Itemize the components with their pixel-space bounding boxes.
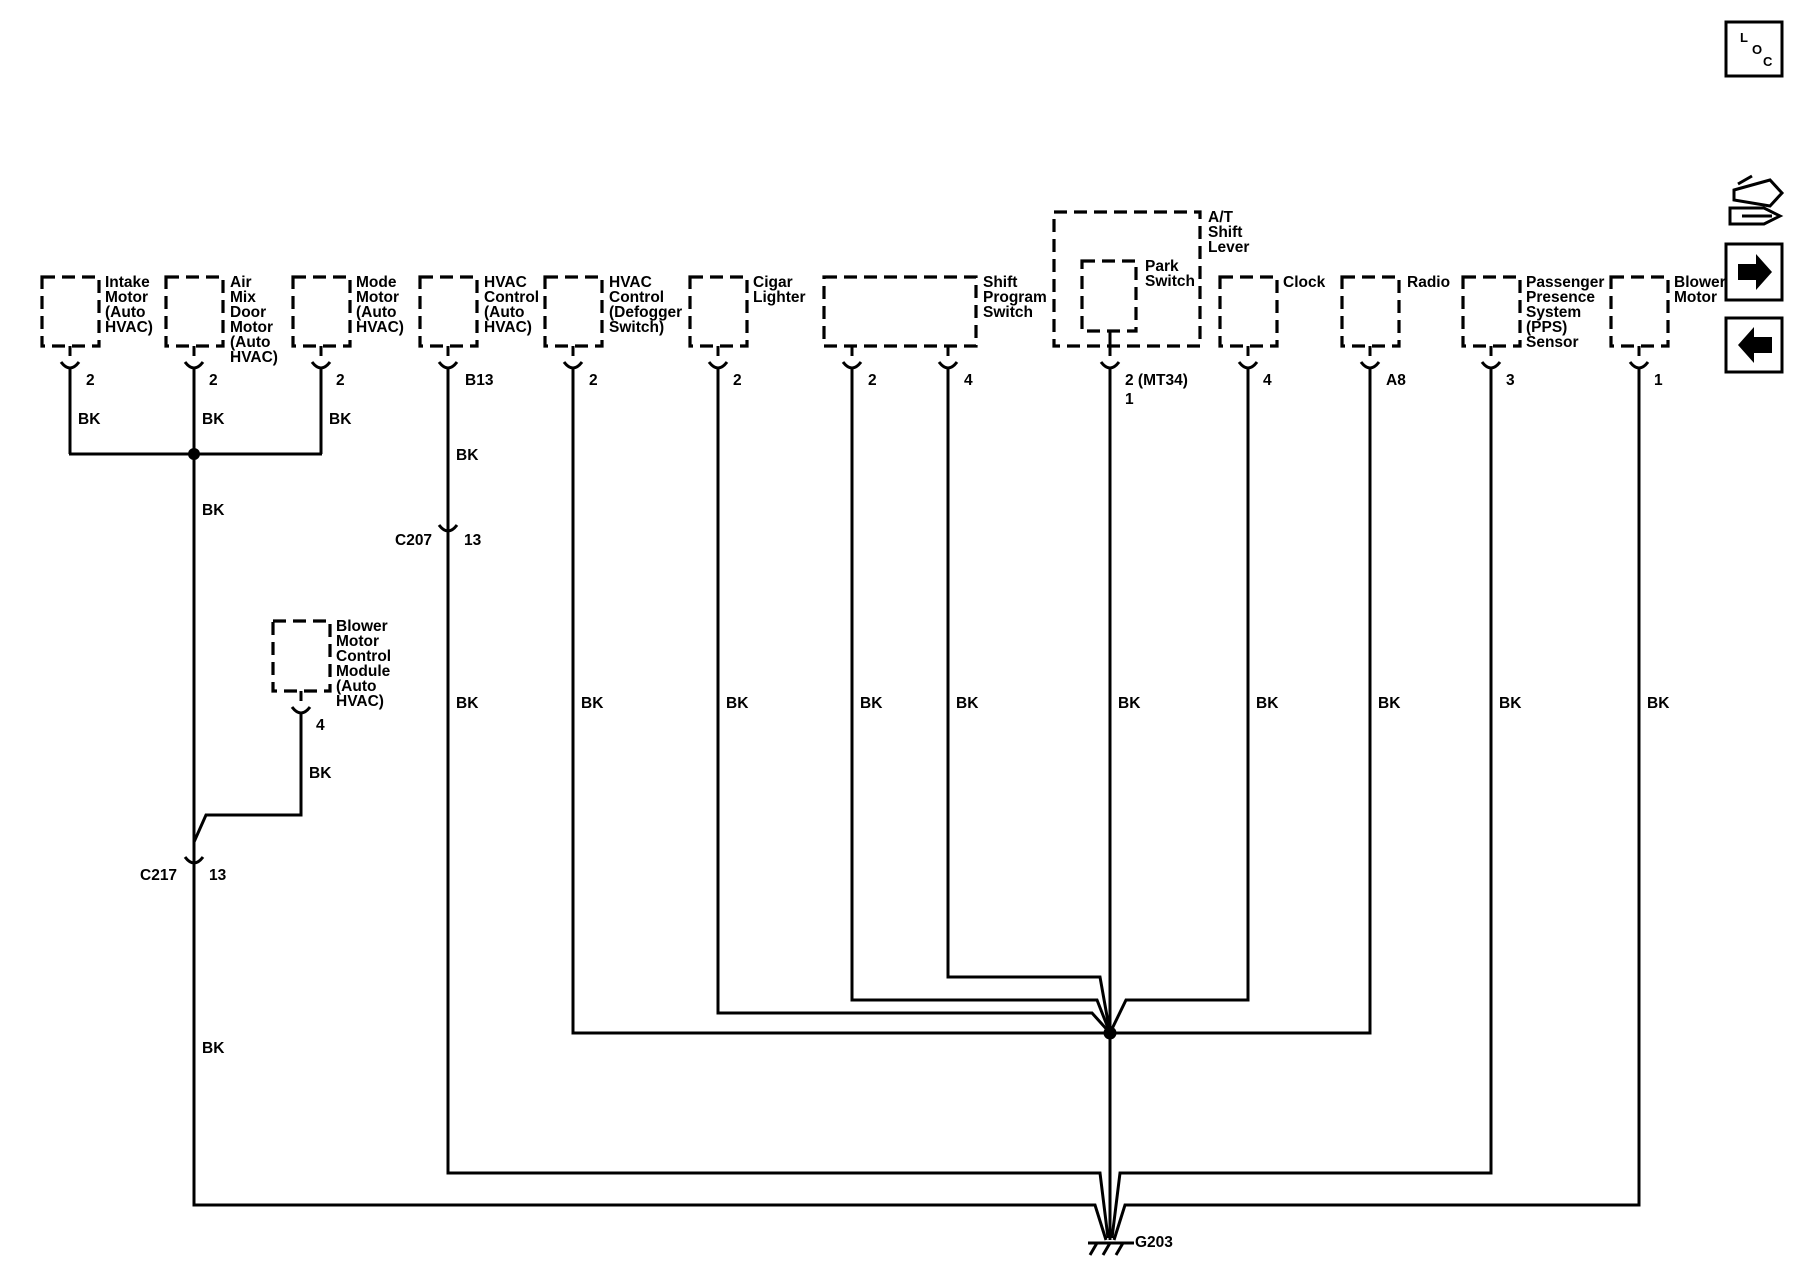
wire-color-labels: BK BK BK BK BK BK BK BK BK BK BK BK BK B… [78, 411, 1670, 1057]
connector-c217-name: C217 [140, 867, 177, 884]
connector-view-icon[interactable] [1728, 174, 1785, 226]
pin-park-alt: 1 [1125, 391, 1134, 408]
component-blower-motor: Blower Motor [1609, 274, 1730, 348]
connector-c217-pin: 13 [209, 867, 227, 884]
wire-color: BK [456, 695, 479, 712]
component-pps-sensor: Passenger Presence System (PPS) Sensor [1461, 274, 1609, 351]
wire-color: BK [1118, 695, 1141, 712]
loc-button[interactable]: L O C [1724, 20, 1784, 78]
component-clock: Clock [1218, 274, 1326, 348]
wires [68, 368, 1641, 1241]
component-shift-program-switch: Shift Program Switch [822, 274, 1051, 348]
blower-motor-label: Blower Motor [1674, 274, 1730, 306]
terminal-mode [310, 346, 332, 370]
terminal-cigar [707, 346, 729, 370]
clock-label: Clock [1283, 274, 1326, 291]
pin-mode: 2 [336, 372, 345, 389]
intake-motor-label: Intake Motor (Auto HVAC) [105, 274, 154, 336]
component-mode-motor: Mode Motor (Auto HVAC) [291, 274, 404, 348]
terminal-blower-motor [1628, 346, 1650, 370]
park-switch-label: Park Switch [1145, 258, 1195, 290]
shift-program-switch-label: Shift Program Switch [983, 274, 1051, 321]
component-radio: Radio [1340, 274, 1450, 348]
blower-module-label: Blower Motor Control Module (Auto HVAC) [336, 618, 395, 710]
component-cigar-lighter: Cigar Lighter [688, 274, 806, 348]
terminal-clock [1237, 346, 1259, 370]
pin-radio: A8 [1386, 372, 1406, 389]
air-mix-motor-label: Air Mix Door Motor (Auto HVAC) [230, 274, 278, 366]
pin-park: 2 (MT34) [1125, 372, 1188, 389]
component-blower-motor-control-module: Blower Motor Control Module (Auto HVAC) [271, 618, 395, 710]
pin-clock: 4 [1263, 372, 1272, 389]
wire-color: BK [1647, 695, 1670, 712]
ground-g203: G203 [1088, 1234, 1173, 1256]
hvac-control-defogger-label: HVAC Control (Defogger Switch) [609, 274, 687, 336]
terminal-pps [1480, 346, 1502, 370]
pin-shift-b: 4 [964, 372, 973, 389]
pin-shift-a: 2 [868, 372, 877, 389]
loc-letter-o: O [1752, 42, 1762, 57]
wire-color: BK [329, 411, 352, 428]
wire-color: BK [456, 447, 479, 464]
component-hvac-control-auto: HVAC Control (Auto HVAC) [418, 274, 543, 348]
at-shift-lever-label: A/T Shift Lever [1208, 209, 1249, 256]
previous-page-button[interactable] [1724, 316, 1784, 374]
wire-color: BK [581, 695, 604, 712]
terminal-air-mix [183, 346, 205, 370]
loc-letter-c: C [1763, 54, 1773, 69]
pin-air-mix: 2 [209, 372, 218, 389]
terminal-shift-a [841, 346, 863, 370]
terminal-radio [1359, 346, 1381, 370]
pin-cigar: 2 [733, 372, 742, 389]
ground-label: G203 [1135, 1234, 1173, 1251]
wire-color: BK [726, 695, 749, 712]
splice-main [1103, 1026, 1117, 1040]
arrow-right-icon [1738, 254, 1772, 290]
loc-letter-l: L [1740, 30, 1748, 45]
next-page-button[interactable] [1724, 242, 1784, 302]
cigar-lighter-label: Cigar Lighter [753, 274, 806, 306]
connector-c207-pin: 13 [464, 532, 482, 549]
pin-pps: 3 [1506, 372, 1515, 389]
terminal-shift-b [937, 346, 959, 370]
terminal-hvac-defogger [562, 346, 584, 370]
splice-left [188, 448, 200, 460]
arrow-left-icon [1738, 327, 1772, 363]
connector-c207-name: C207 [395, 532, 432, 549]
hvac-control-auto-label: HVAC Control (Auto HVAC) [484, 274, 543, 336]
pin-blower-motor: 1 [1654, 372, 1663, 389]
radio-label: Radio [1407, 274, 1450, 291]
pps-sensor-label: Passenger Presence System (PPS) Sensor [1526, 274, 1609, 351]
terminal-park [1099, 331, 1121, 370]
wire-color: BK [202, 1040, 225, 1057]
wire-color: BK [202, 502, 225, 519]
pin-hvac-auto: B13 [465, 372, 494, 389]
pin-blower-module: 4 [316, 717, 325, 734]
pin-labels: 2 2 2 B13 2 2 2 4 2 (MT34) 1 4 A8 3 1 4 … [86, 372, 1663, 884]
terminal-hvac-auto [437, 346, 459, 370]
wire-color: BK [202, 411, 225, 428]
connector-c217-symbol [183, 842, 205, 865]
terminal-intake [59, 346, 81, 370]
component-at-shift-lever: A/T Shift Lever Park Switch [1052, 209, 1249, 348]
component-air-mix-motor: Air Mix Door Motor (Auto HVAC) [164, 274, 278, 366]
wire-color: BK [78, 411, 101, 428]
terminals [59, 331, 1650, 865]
wire-color: BK [1256, 695, 1279, 712]
wire-color: BK [956, 695, 979, 712]
wire-color: BK [860, 695, 883, 712]
component-intake-motor: Intake Motor (Auto HVAC) [40, 274, 154, 348]
wire-color: BK [1378, 695, 1401, 712]
wire-color: BK [1499, 695, 1522, 712]
component-hvac-control-defogger: HVAC Control (Defogger Switch) [543, 274, 687, 348]
connector-c207-symbol [437, 512, 459, 533]
mode-motor-label: Mode Motor (Auto HVAC) [356, 274, 404, 336]
pin-intake: 2 [86, 372, 95, 389]
wire-color: BK [309, 765, 332, 782]
pin-hvac-defogger: 2 [589, 372, 598, 389]
terminal-blower-module [290, 691, 312, 715]
